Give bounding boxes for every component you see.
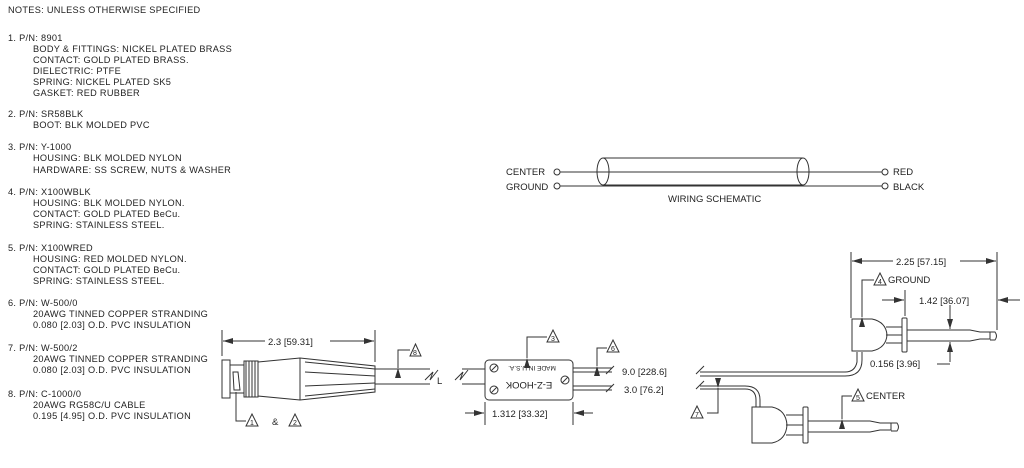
note-6-line: 0.080 [2.03] O.D. PVC INSULATION	[33, 320, 192, 330]
callout-triangle-icon	[851, 387, 865, 402]
dim-probe-diameter: 0.156 [3.96]	[870, 359, 920, 370]
dim-short-wire: 3.0 [76.2]	[624, 385, 664, 396]
note-1-line: SPRING: NICKEL PLATED SK5	[33, 77, 172, 87]
note-1-header: 1. P/N: 8901	[8, 33, 63, 43]
ground-probe	[851, 317, 997, 353]
note-7-line: 0.080 [2.03] O.D. PVC INSULATION	[33, 365, 192, 375]
note-4-line: CONTACT: GOLD PLATED BeCu.	[33, 209, 181, 219]
callout-7: 7	[695, 412, 699, 419]
note-8-header: 8. P/N: C-1000/0	[8, 389, 82, 399]
schematic-red-label: RED	[893, 167, 913, 178]
note-4-line: SPRING: STAINLESS STEEL.	[33, 220, 165, 230]
note-5-line: CONTACT: GOLD PLATED BeCu.	[33, 265, 181, 275]
callout-triangle-icon	[690, 404, 704, 419]
callout-4: 4	[878, 279, 882, 286]
dim-housing-length: 1.312 [33.32]	[492, 409, 547, 420]
callout-8: 8	[413, 350, 417, 357]
lead-wires	[573, 365, 615, 393]
dim-long-wire: 9.0 [228.6]	[622, 367, 667, 378]
note-3-line: HOUSING: BLK MOLDED NYLON	[33, 153, 182, 163]
dim-probe-overall: 2.25 [57.15]	[896, 257, 946, 268]
callout-triangle-icon	[606, 338, 620, 353]
bnc-connector	[221, 357, 376, 401]
e-z-hook-housing: E-Z-HOOK MADE IN U.S.A.	[484, 359, 574, 401]
terminal-icon	[553, 182, 561, 190]
note-8-line: 0.195 [4.95] O.D. PVC INSULATION	[33, 411, 192, 421]
and-label: &	[272, 417, 279, 428]
note-3-header: 3. P/N: Y-1000	[8, 142, 72, 152]
length-label: L	[437, 376, 442, 387]
callout-triangle-icon	[245, 412, 259, 427]
note-2-header: 2. P/N: SR58BLK	[8, 109, 84, 119]
terminal-icon	[881, 168, 889, 176]
dim-probe-tip: 1.42 [36.07]	[919, 296, 969, 307]
callout-6: 6	[611, 346, 615, 353]
note-2-line: BOOT: BLK MOLDED PVC	[33, 120, 150, 130]
callout-2: 2	[293, 420, 297, 427]
center-wire	[700, 385, 761, 407]
callout-3: 3	[551, 336, 555, 343]
note-5-line: SPRING: STAINLESS STEEL.	[33, 276, 165, 286]
callout-triangle-icon	[288, 412, 302, 427]
note-8-line: 20AWG RG58C/U CABLE	[33, 400, 146, 410]
note-6-header: 6. P/N: W-500/0	[8, 298, 78, 308]
note-7-header: 7. P/N: W-500/2	[8, 343, 78, 353]
note-5-line: HOUSING: RED MOLDED NYLON.	[33, 254, 187, 264]
schematic-ground-label: GROUND	[506, 182, 548, 193]
note-6-line: 20AWG TINNED COPPER STRANDING	[33, 309, 209, 319]
note-1-line: DIELECTRIC: PTFE	[33, 66, 122, 76]
center-label: CENTER	[866, 391, 905, 402]
ground-wire	[700, 352, 863, 377]
schematic-black-label: BLACK	[893, 182, 925, 193]
note-1-line: BODY & FITTINGS: NICKEL PLATED BRASS	[33, 44, 233, 54]
callout-1: 1	[250, 420, 254, 427]
housing-origin: MADE IN U.S.A.	[508, 364, 556, 371]
notes-title: NOTES: UNLESS OTHERWISE SPECIFIED	[8, 5, 201, 15]
callout-triangle-icon	[546, 328, 560, 343]
note-1-line: CONTACT: GOLD PLATED BRASS.	[33, 55, 189, 65]
shield-cylinder	[603, 157, 803, 186]
note-3-line: HARDWARE: SS SCREW, NUTS & WASHER	[33, 165, 232, 175]
terminal-icon	[881, 182, 889, 190]
wiring-schematic: CENTER GROUND RED BLACK WIRING SCHEMATIC	[506, 157, 925, 205]
schematic-center-label: CENTER	[506, 167, 545, 178]
callout-triangle-icon	[873, 271, 887, 286]
boot	[257, 357, 376, 401]
callout-5: 5	[856, 395, 860, 402]
note-1-line: GASKET: RED RUBBER	[33, 88, 140, 98]
housing-brand: E-Z-HOOK	[505, 379, 552, 390]
ground-label: GROUND	[888, 275, 930, 286]
center-probe	[751, 406, 899, 444]
terminal-icon	[553, 168, 561, 176]
schematic-title: WIRING SCHEMATIC	[668, 194, 761, 205]
callout-triangle-icon	[409, 342, 422, 357]
dim-bnc-length: 2.3 [59.31]	[268, 337, 313, 348]
coax-cable	[375, 368, 485, 385]
note-5-header: 5. P/N: X100WRED	[8, 243, 93, 253]
note-4-line: HOUSING: BLK MOLDED NYLON.	[33, 198, 185, 208]
note-4-header: 4. P/N: X100WBLK	[8, 187, 91, 197]
note-7-line: 20AWG TINNED COPPER STRANDING	[33, 354, 209, 364]
